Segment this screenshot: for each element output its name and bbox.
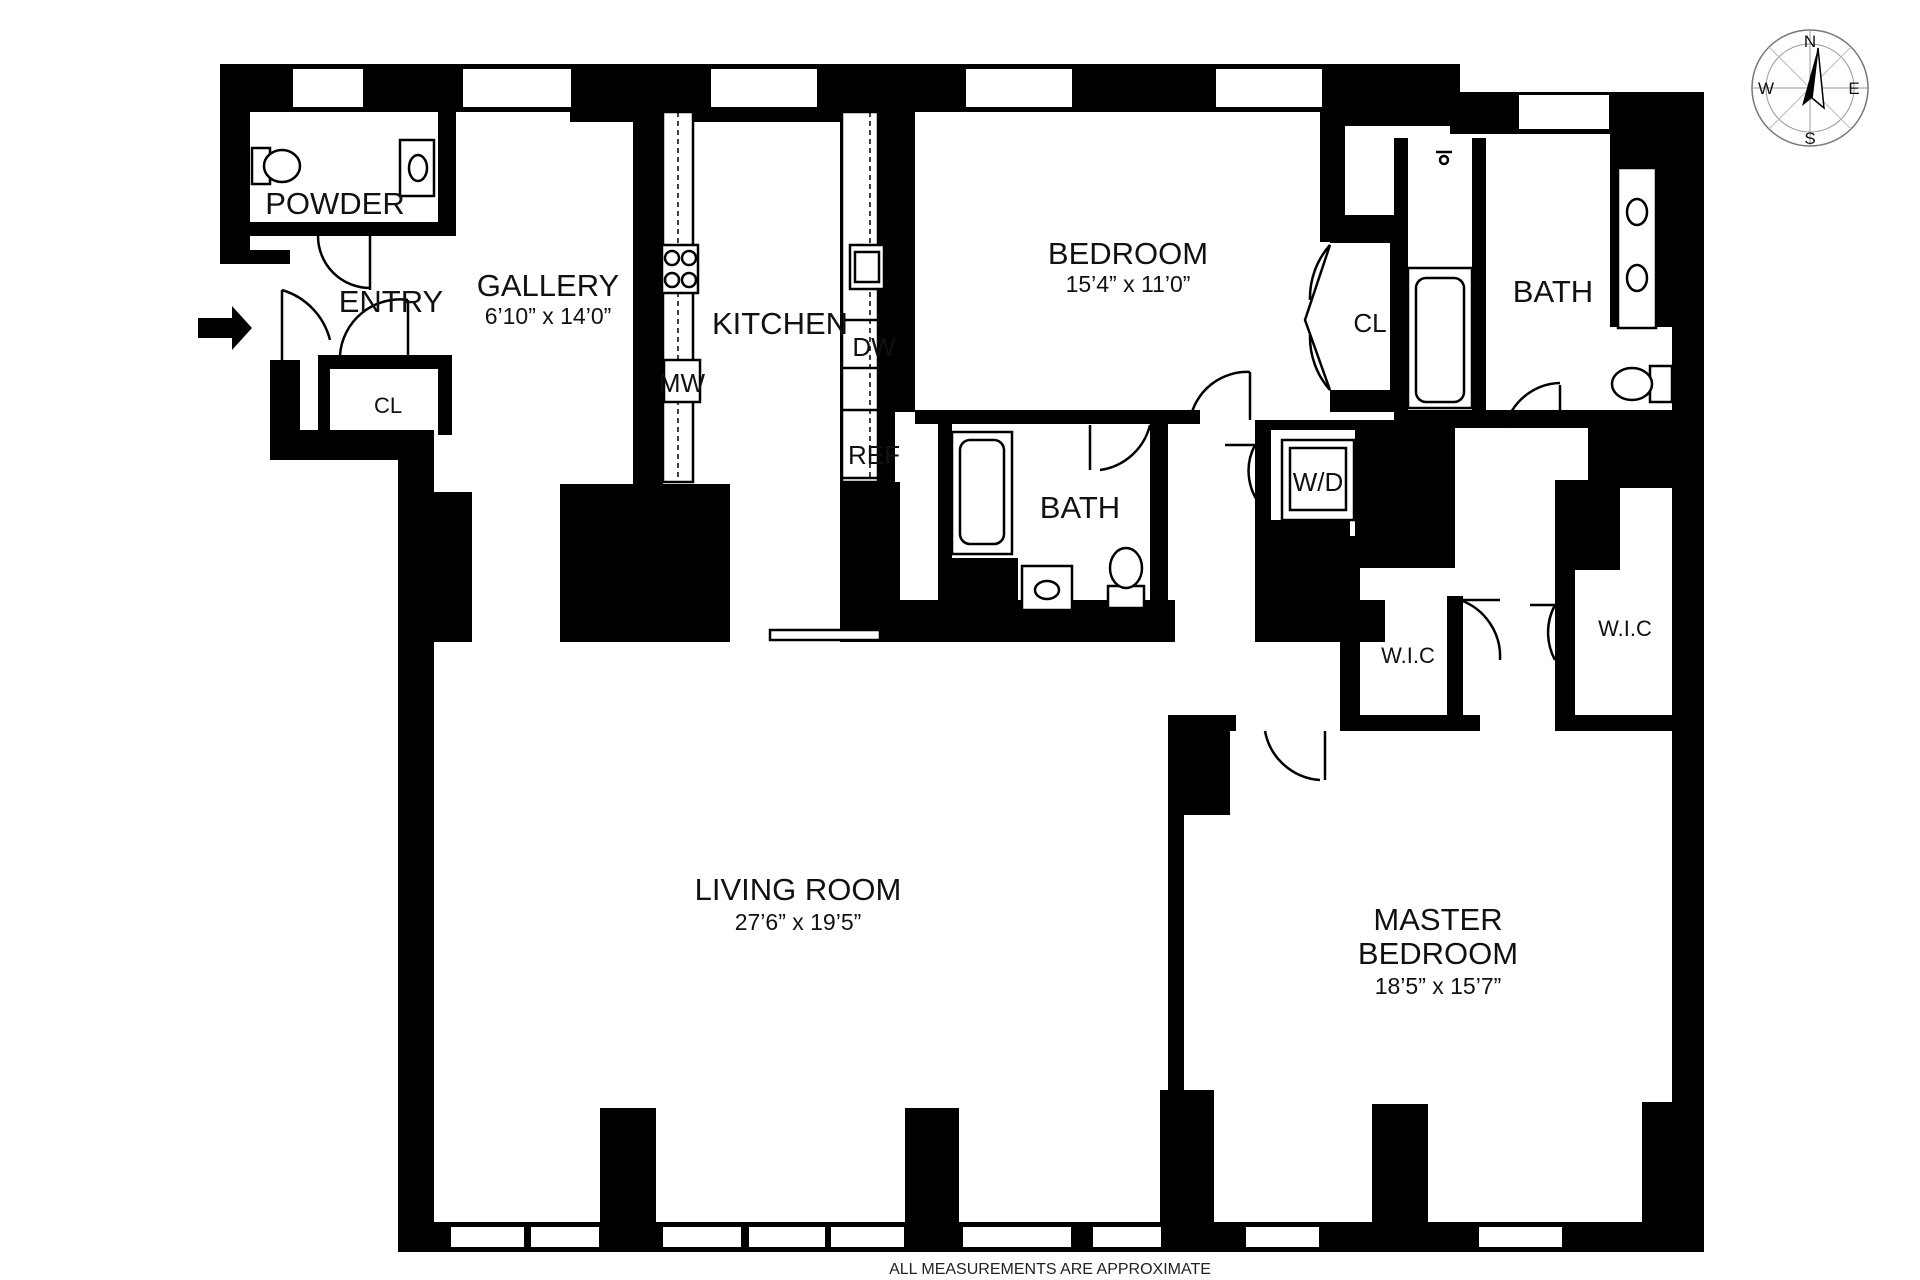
label-microwave: MW <box>659 368 706 398</box>
compass-w: W <box>1758 79 1774 98</box>
label-dishwasher: DW <box>852 332 896 362</box>
label-powder: POWDER <box>265 186 405 221</box>
dims-master-bedroom: 18’5” x 15’7” <box>1375 973 1502 999</box>
label-bath-master: BATH <box>1513 274 1593 309</box>
measurement-note: ALL MEASUREMENTS ARE APPROXIMATE <box>889 1261 1211 1278</box>
label-wic-left: W.I.C <box>1381 643 1435 668</box>
label-kitchen: KITCHEN <box>712 306 848 341</box>
doors <box>280 235 1562 782</box>
dims-gallery: 6’10” x 14’0” <box>485 303 612 329</box>
label-entry: ENTRY <box>339 284 444 319</box>
label-refrigerator: REF <box>848 440 900 470</box>
dims-bedroom: 15’4” x 11’0” <box>1066 271 1191 297</box>
compass-rose-icon: N S E W <box>1751 29 1869 148</box>
room-labels: POWDER ENTRY CL GALLERY 6’10” x 14’0” KI… <box>265 186 1652 999</box>
label-gallery: GALLERY <box>477 268 619 303</box>
compass-n: N <box>1804 32 1816 51</box>
label-bath-hall: BATH <box>1040 490 1120 525</box>
entry-arrow-icon <box>198 306 252 350</box>
dims-living-room: 27’6” x 19’5” <box>735 909 862 935</box>
compass-e: E <box>1848 79 1859 98</box>
label-living-room: LIVING ROOM <box>695 872 902 907</box>
label-master-bedroom-line1: MASTER <box>1373 902 1502 937</box>
label-washer-dryer: W/D <box>1293 467 1344 497</box>
compass-s: S <box>1804 129 1815 148</box>
fixtures <box>250 110 1674 642</box>
label-wic-right: W.I.C <box>1598 616 1652 641</box>
label-bedroom: BEDROOM <box>1048 236 1208 271</box>
label-closet-bedroom: CL <box>1353 308 1386 338</box>
windows <box>291 67 1611 1249</box>
interior-walls <box>240 112 1678 1224</box>
label-master-bedroom-line2: BEDROOM <box>1358 936 1518 971</box>
label-closet-entry: CL <box>374 393 402 418</box>
